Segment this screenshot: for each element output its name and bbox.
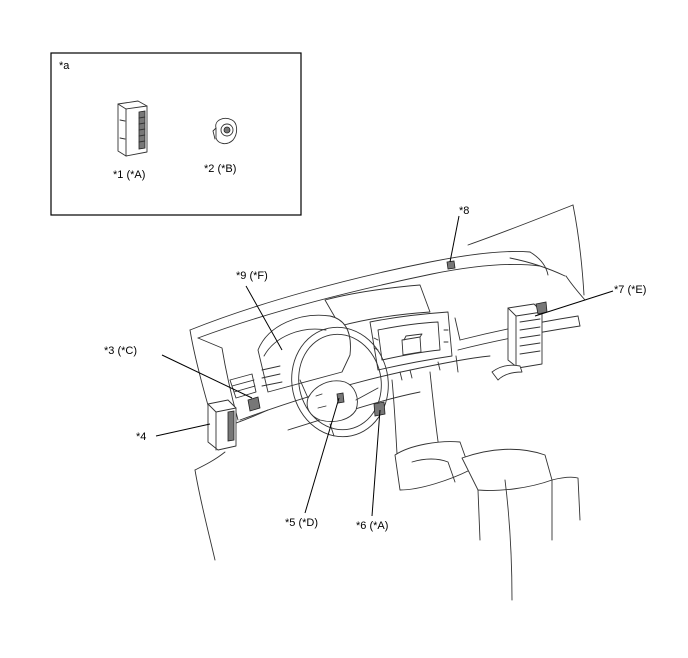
callout-1-label: *1 (*A)	[113, 169, 145, 181]
callout-8-label: *8	[459, 205, 469, 217]
dashboard-drawing	[189, 204, 586, 601]
callout-6-label: *6 (*A)	[356, 520, 388, 532]
part-7-module	[491, 301, 548, 381]
part-1-ecu-module	[117, 100, 148, 157]
callout-4-label: *4	[136, 431, 146, 443]
part-2-sensor	[212, 117, 238, 145]
inset-label: *a	[59, 60, 70, 72]
callout-3-label: *3 (*C)	[104, 345, 137, 357]
part-4-module	[207, 399, 237, 451]
part-8-sensor	[446, 260, 456, 270]
callout-7-label: *7 (*E)	[614, 284, 646, 296]
callout-2-label: *2 (*B)	[204, 163, 236, 175]
callout-9-label: *9 (*F)	[236, 270, 268, 282]
callout-5-label: *5 (*D)	[285, 517, 318, 529]
inset-panel: *a *1 (*A) *2 (*B)	[50, 52, 302, 216]
inset-frame	[50, 52, 302, 216]
steering-wheel	[291, 326, 389, 438]
leader-lines	[155, 215, 614, 517]
